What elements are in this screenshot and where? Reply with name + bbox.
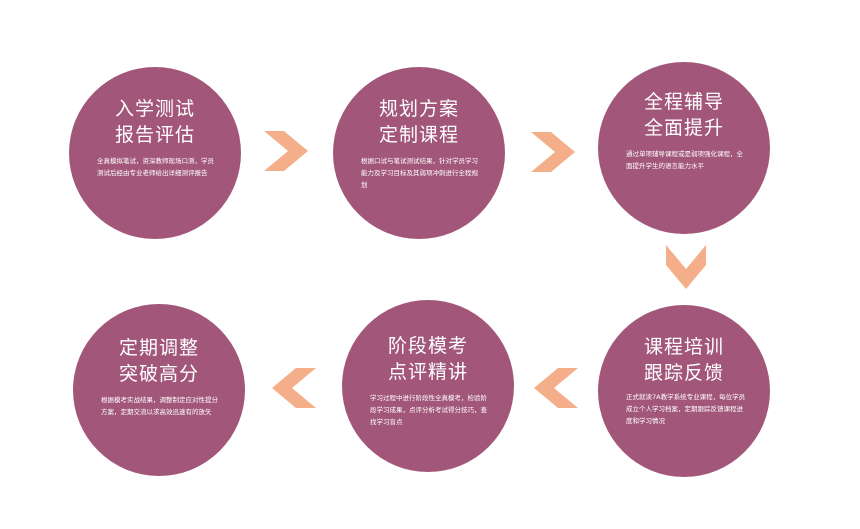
arrow-left-icon — [534, 368, 578, 408]
step-6-title-line1: 定期调整 — [118, 337, 199, 359]
arrow-down-icon — [666, 245, 706, 289]
arrow-left-icon — [272, 368, 316, 408]
step-6-circle: 定期调整 突破高分 根据模考实战结果，调整制定应对性提分方案，定期交流以求高效迅… — [73, 304, 245, 476]
step-5-circle: 阶段模考 点评精讲 学习过程中进行阶段性全真模考，检验阶段学习成果，点评分析考试… — [342, 300, 514, 472]
step-2-title-line1: 规划方案 — [378, 98, 459, 120]
step-4-title-line2: 跟踪反馈 — [643, 362, 724, 384]
step-1-title-line1: 入学测试 — [114, 98, 195, 120]
step-4-circle: 课程培训 跟踪反馈 正式就读7A教学系统专业课程，每位学员成立个人学习档案，定期… — [598, 305, 770, 477]
step-5-title-line2: 点评精讲 — [387, 361, 468, 383]
step-3-title-line1: 全程辅导 — [643, 91, 724, 113]
step-5-desc: 学习过程中进行阶段性全真模考，检验阶段学习成果，点评分析考试得分技巧，查找学习盲… — [370, 394, 487, 426]
arrow-right-icon — [264, 131, 308, 171]
step-2-desc: 根据口试与笔试测试结果，针对学员学习能力及学习目标及其弱项冲刺进行全程规划 — [361, 157, 478, 189]
step-1-title-line2: 报告评估 — [114, 124, 195, 146]
step-3-desc: 通过单项辅导课程或是弱项强化课程，全面提升学生的语言能力水平 — [626, 150, 743, 170]
step-6-desc: 根据模考实战结果，调整制定应对性提分方案，定期交流以求高效迅速有的放矢 — [101, 396, 218, 416]
step-3-circle: 全程辅导 全面提升 通过单项辅导课程或是弱项强化课程，全面提升学生的语言能力水平 — [598, 62, 770, 234]
step-4-desc: 正式就读7A教学系统专业课程，每位学员成立个人学习档案，定期跟踪反馈课程进度和学… — [626, 393, 746, 425]
step-6-title-line2: 突破高分 — [118, 363, 199, 385]
step-3-title-line2: 全面提升 — [643, 117, 724, 139]
step-2-title-line2: 定制课程 — [378, 124, 459, 146]
arrow-right-icon — [531, 132, 575, 172]
step-1-circle: 入学测试 报告评估 全真模拟笔试，资深教师现场口测，学员测试后经由专业老师给出详… — [69, 67, 241, 239]
step-2-circle: 规划方案 定制课程 根据口试与笔试测试结果，针对学员学习能力及学习目标及其弱项冲… — [333, 67, 505, 239]
step-1-desc: 全真模拟笔试，资深教师现场口测，学员测试后经由专业老师给出详细测评报告 — [97, 157, 214, 177]
step-4-title-line1: 课程培训 — [643, 336, 724, 358]
step-5-title-line1: 阶段模考 — [387, 335, 468, 357]
